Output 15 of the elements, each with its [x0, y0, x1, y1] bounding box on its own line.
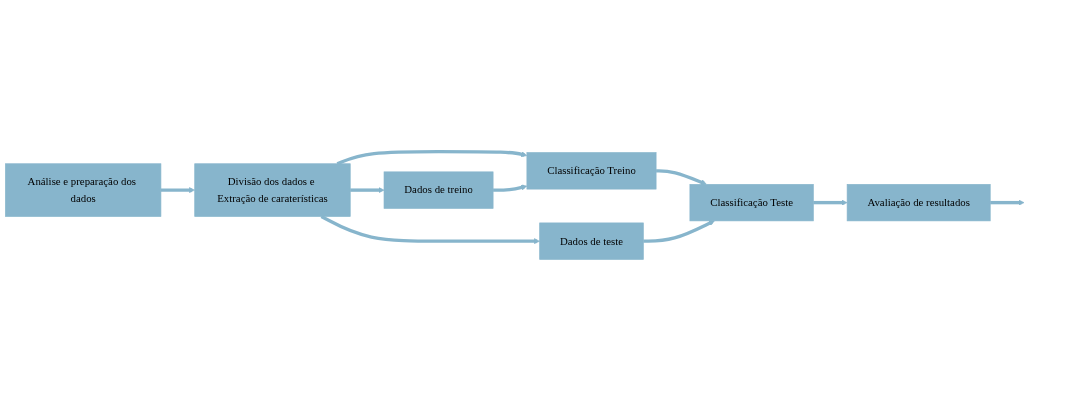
arrow [643, 220, 715, 243]
node-box: Divisão dos dados e Extração de caraterísticas [194, 163, 351, 217]
node-box: Classificação Treino [526, 152, 657, 190]
arrow [813, 199, 848, 206]
arrow [160, 187, 195, 194]
arrow [320, 215, 540, 245]
node-box: Dados de teste [539, 222, 644, 260]
arrow [350, 187, 385, 194]
node-box: Análise e preparação dos dados [5, 163, 162, 217]
arrow [656, 169, 707, 186]
arrow [990, 199, 1025, 206]
node-box: Avaliação de resultados [846, 184, 991, 222]
node-box: Dados de treino [383, 171, 494, 209]
node-box: Classificação Teste [689, 184, 814, 222]
arrow [493, 184, 528, 192]
